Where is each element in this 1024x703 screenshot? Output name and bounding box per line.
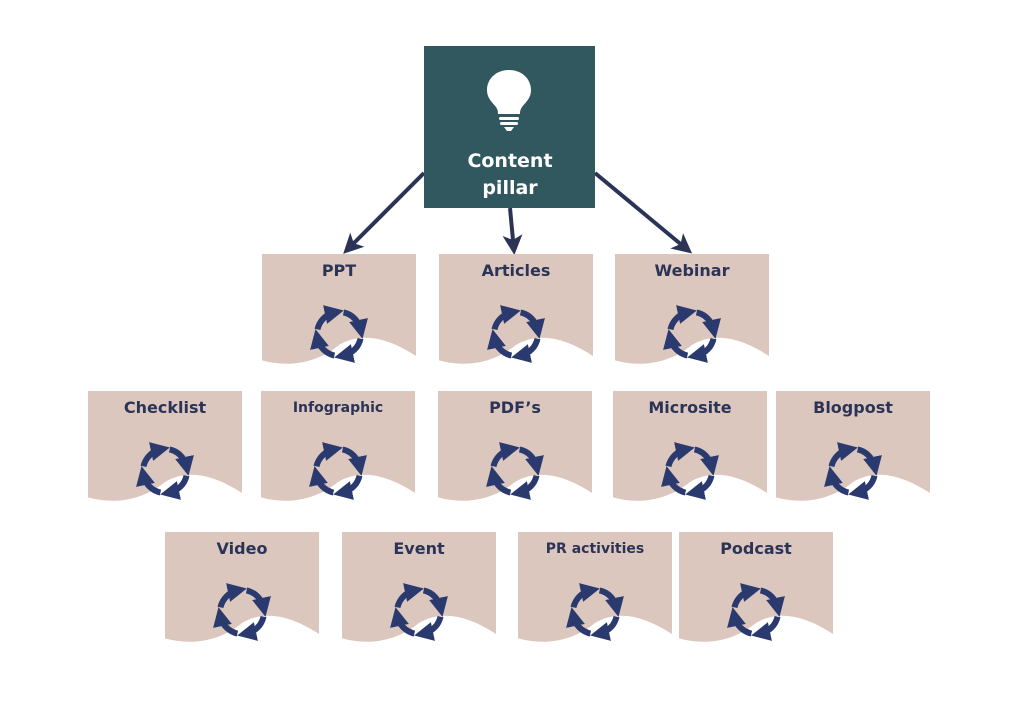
cycle-arc bbox=[570, 583, 600, 609]
cycle-icon bbox=[824, 442, 882, 500]
cycle-arc bbox=[598, 587, 624, 617]
cycle-arc bbox=[848, 474, 878, 500]
card-label: Webinar bbox=[655, 261, 730, 280]
arrow-to-ppt bbox=[343, 171, 426, 254]
arrow-to-articles bbox=[502, 207, 523, 255]
cycle-icon bbox=[727, 583, 785, 641]
cycle-arc bbox=[519, 309, 545, 339]
card-articles: Articles bbox=[439, 254, 593, 364]
cycle-arc bbox=[313, 442, 343, 468]
card-microsite: Microsite bbox=[613, 391, 767, 501]
cycle-arc bbox=[824, 466, 850, 496]
cycle-arc bbox=[490, 442, 520, 468]
cycle-arc bbox=[491, 305, 521, 331]
lightbulb-icon bbox=[487, 70, 531, 131]
cycle-arc bbox=[140, 442, 170, 468]
card-label: Video bbox=[217, 539, 268, 558]
cycle-arc bbox=[136, 466, 162, 496]
card-label: PDF’s bbox=[489, 398, 541, 417]
card-ppt: PPT bbox=[262, 254, 416, 364]
cycle-arc bbox=[168, 446, 194, 476]
cycle-arc bbox=[518, 446, 544, 476]
card-infographic: Infographic bbox=[261, 391, 415, 501]
card-checklist: Checklist bbox=[88, 391, 242, 501]
cycle-arc bbox=[486, 466, 512, 496]
cycle-arc bbox=[856, 446, 882, 476]
cycle-arc bbox=[213, 607, 239, 637]
cycle-arc bbox=[217, 583, 247, 609]
cycle-arc bbox=[663, 329, 689, 359]
cycle-icon bbox=[390, 583, 448, 641]
cycle-arc bbox=[309, 466, 335, 496]
cycle-icon bbox=[310, 305, 368, 363]
cycle-arc bbox=[160, 474, 190, 500]
cycle-icon bbox=[487, 305, 545, 363]
card-label: Infographic bbox=[293, 400, 383, 416]
cycle-arc bbox=[333, 474, 363, 500]
cycle-arc bbox=[685, 474, 715, 500]
card-label: Checklist bbox=[124, 398, 207, 417]
pillar-title-line2: pillar bbox=[482, 177, 538, 199]
card-event: Event bbox=[342, 532, 496, 642]
card-label: Event bbox=[393, 539, 445, 558]
card-label: Blogpost bbox=[813, 398, 893, 417]
cycle-arc bbox=[237, 615, 267, 641]
cycle-arc bbox=[695, 309, 721, 339]
cycle-arc bbox=[245, 587, 271, 617]
cycle-arc bbox=[693, 446, 719, 476]
cycle-arc bbox=[731, 583, 761, 609]
cycle-arc bbox=[394, 583, 424, 609]
cycle-arc bbox=[314, 305, 344, 331]
cycle-icon bbox=[663, 305, 721, 363]
cycle-arc bbox=[422, 587, 448, 617]
cycle-icon bbox=[136, 442, 194, 500]
cycle-icon bbox=[309, 442, 367, 500]
cycle-arc bbox=[661, 466, 687, 496]
card-label: Articles bbox=[482, 261, 551, 280]
cycle-arc bbox=[341, 446, 367, 476]
cycle-arc bbox=[511, 337, 541, 363]
cycle-arc bbox=[590, 615, 620, 641]
cycle-arc bbox=[687, 337, 717, 363]
cycle-arc bbox=[334, 337, 364, 363]
cycle-arc bbox=[751, 615, 781, 641]
cycle-arc bbox=[414, 615, 444, 641]
content-pillar-node: Content pillar bbox=[424, 46, 595, 208]
arrow-to-webinar bbox=[593, 171, 693, 254]
card-label: Podcast bbox=[720, 539, 792, 558]
card-label: Microsite bbox=[648, 398, 731, 417]
card-podcast: Podcast bbox=[679, 532, 833, 642]
cycle-arc bbox=[566, 607, 592, 637]
pillar-title-line1: Content bbox=[467, 150, 552, 172]
cycle-arc bbox=[390, 607, 416, 637]
content-cards: PPT Articles Webinar Checklist Infograph… bbox=[88, 254, 930, 642]
card-blogpost: Blogpost bbox=[776, 391, 930, 501]
cycle-icon bbox=[566, 583, 624, 641]
cycle-arc bbox=[510, 474, 540, 500]
cycle-icon bbox=[661, 442, 719, 500]
card-pdfs: PDF’s bbox=[438, 391, 592, 501]
cycle-arc bbox=[310, 329, 336, 359]
cycle-arc bbox=[342, 309, 368, 339]
card-label: PR activities bbox=[546, 541, 644, 557]
card-webinar: Webinar bbox=[615, 254, 769, 364]
cycle-arc bbox=[487, 329, 513, 359]
cycle-icon bbox=[213, 583, 271, 641]
cycle-arc bbox=[667, 305, 697, 331]
cycle-arc bbox=[727, 607, 753, 637]
arrows bbox=[343, 171, 693, 255]
cycle-arc bbox=[759, 587, 785, 617]
card-pr-activities: PR activities bbox=[518, 532, 672, 642]
cycle-icon bbox=[486, 442, 544, 500]
card-label: PPT bbox=[322, 261, 356, 280]
cycle-arc bbox=[828, 442, 858, 468]
cycle-arc bbox=[665, 442, 695, 468]
card-video: Video bbox=[165, 532, 319, 642]
